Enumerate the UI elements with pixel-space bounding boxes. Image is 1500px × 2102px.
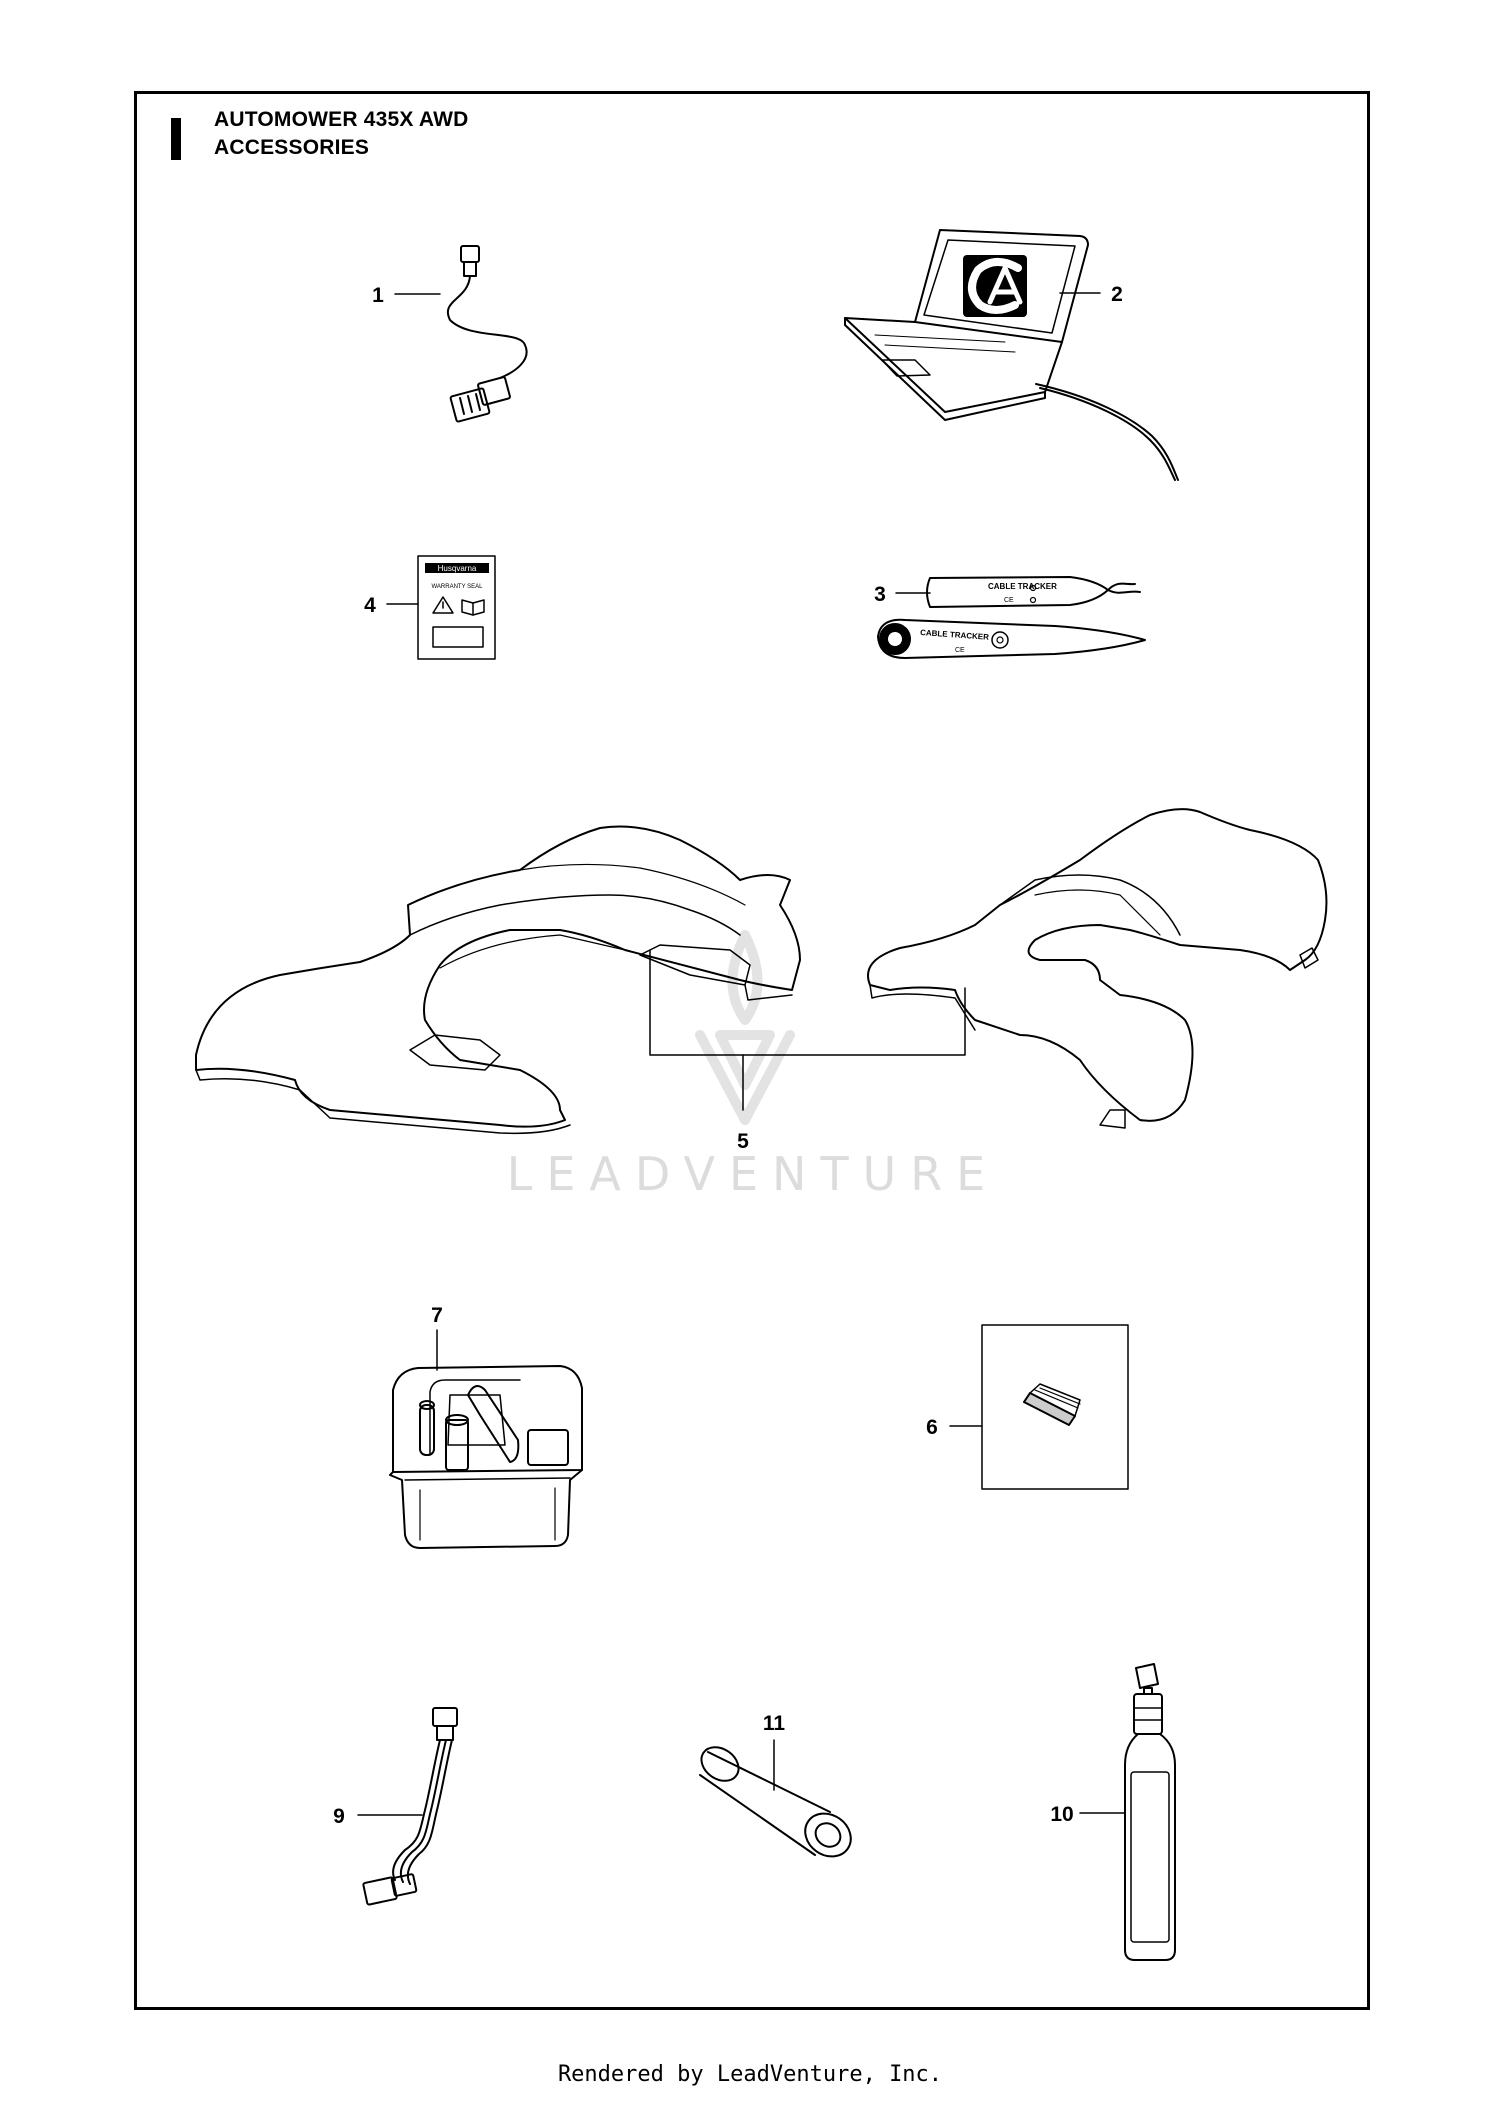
- warranty-label-icon: Husqvarna WARRANTY SEAL: [417, 555, 496, 660]
- callout-3: 3: [874, 583, 886, 606]
- part-4-group: Husqvarna WARRANTY SEAL 4: [364, 555, 496, 660]
- part-3-group: CABLE TRACKER CE CABLE TRACKER CE 3: [874, 576, 1146, 659]
- cleaning-kit-box-icon: [389, 1329, 583, 1549]
- part-7-group: 7: [389, 1304, 583, 1549]
- cable-connector-icon: [446, 245, 528, 423]
- title-marker-bar: [171, 118, 181, 160]
- callout-11: 11: [763, 1712, 786, 1735]
- svg-text:Husqvarna: Husqvarna: [438, 564, 477, 573]
- page-title: AUTOMOWER 435X AWD: [214, 108, 469, 131]
- svg-text:CABLE TRACKER: CABLE TRACKER: [988, 582, 1057, 591]
- leadventure-logo-icon: [695, 930, 795, 1125]
- wire-harness-icon: [362, 1707, 458, 1906]
- svg-text:WARRANTY SEAL: WARRANTY SEAL: [431, 584, 483, 590]
- callout-5: 5: [737, 1130, 749, 1153]
- part-6-group: 6: [926, 1324, 1129, 1490]
- laptop-icon: [844, 229, 1179, 481]
- callout-6: 6: [926, 1416, 938, 1439]
- svg-text:CE: CE: [955, 647, 965, 654]
- callout-4: 4: [364, 594, 376, 617]
- part-10-group: 10: [1050, 1663, 1176, 1961]
- page-subtitle: ACCESSORIES: [214, 136, 370, 159]
- brush-icon: [981, 1324, 1129, 1490]
- part-2-group: 2: [844, 229, 1179, 481]
- spray-bottle-icon: [1079, 1663, 1176, 1961]
- callout-9: 9: [333, 1805, 345, 1828]
- body-cover-icon: [195, 808, 1328, 1135]
- part-9-group: 9: [333, 1707, 458, 1906]
- part-1-group: 1: [372, 245, 528, 423]
- watermark-text: LEADVENTURE: [507, 1147, 1000, 1201]
- callout-10: 10: [1050, 1803, 1073, 1826]
- svg-text:CE: CE: [1004, 597, 1014, 604]
- callout-7: 7: [431, 1304, 443, 1327]
- callout-2: 2: [1111, 283, 1123, 306]
- svg-text:CABLE TRACKER: CABLE TRACKER: [920, 628, 990, 642]
- part-5-group: 5: [195, 808, 1328, 1153]
- footer-credit: Rendered by LeadVenture, Inc.: [557, 2062, 943, 2087]
- cable-tracker-icon: CABLE TRACKER CE CABLE TRACKER CE: [877, 576, 1146, 659]
- part-11-group: 11: [699, 1712, 852, 1858]
- watermark: LEADVENTURE: [507, 930, 1000, 1201]
- cylinder-roll-icon: [699, 1739, 852, 1858]
- page-border: [134, 91, 1370, 2010]
- callout-1: 1: [372, 284, 384, 307]
